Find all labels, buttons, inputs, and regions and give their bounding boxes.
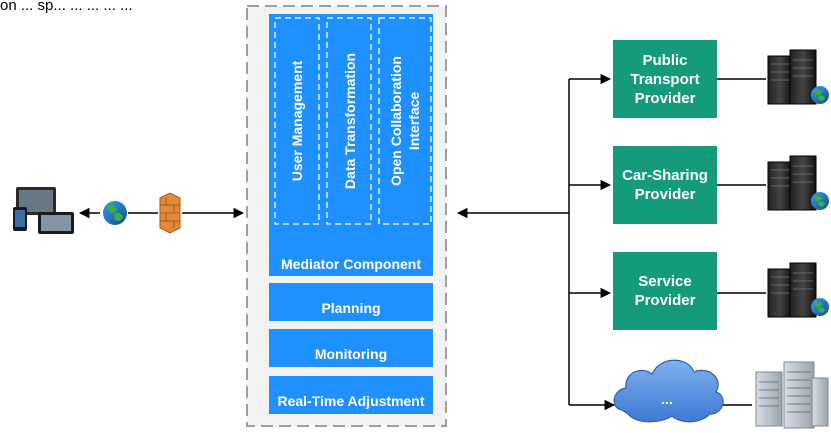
- provider-public-transport-line-1: Public: [642, 52, 687, 69]
- vertical-module-data-transformation: [326, 17, 372, 225]
- provider-public-transport: [613, 40, 717, 118]
- module-planning-label: Planning: [321, 300, 380, 316]
- provider-public-transport-line-3: Provider: [635, 90, 696, 107]
- cloud-label: ...: [661, 391, 673, 407]
- module-real-time-adjustment: [269, 376, 433, 414]
- server-rack-icon: [767, 155, 829, 211]
- provider-car-sharing: [613, 146, 717, 224]
- vertical-module-open-collaboration: [378, 17, 432, 225]
- provider-service-line-1: Service: [638, 273, 691, 290]
- globe-icon: [103, 201, 127, 225]
- provider-car-sharing-line-2: Provider: [635, 186, 696, 203]
- vertical-label-data-transformation: Data Transformation: [342, 53, 358, 189]
- provider-car-sharing-line-1: Car-Sharing: [622, 167, 708, 184]
- module-monitoring-label: Monitoring: [315, 346, 387, 362]
- server-rack-icon: [767, 262, 829, 318]
- vertical-label-interface: Interface: [406, 92, 422, 151]
- vertical-label-user-management: User Management: [289, 60, 305, 181]
- mediator-label: Mediator Component: [281, 256, 421, 272]
- datacenter-icon: [755, 361, 829, 429]
- server-rack-icon: [767, 49, 829, 105]
- provider-service: [613, 252, 717, 330]
- mediator-component: [269, 14, 433, 276]
- firewall-icon: [159, 192, 181, 234]
- vertical-module-user-management: [274, 17, 320, 225]
- module-monitoring: [269, 329, 433, 367]
- devices-icon: [13, 187, 74, 234]
- header-fragment: on ... sp... ... ... ... ...: [0, 0, 133, 14]
- module-real-time-adjustment-label: Real-Time Adjustment: [277, 393, 424, 409]
- provider-service-line-2: Provider: [635, 292, 696, 309]
- vertical-label-open-collaboration: Open Collaboration: [388, 56, 404, 186]
- provider-public-transport-line-2: Transport: [630, 71, 699, 88]
- module-planning: [269, 283, 433, 321]
- cloud-icon: ...: [613, 359, 724, 423]
